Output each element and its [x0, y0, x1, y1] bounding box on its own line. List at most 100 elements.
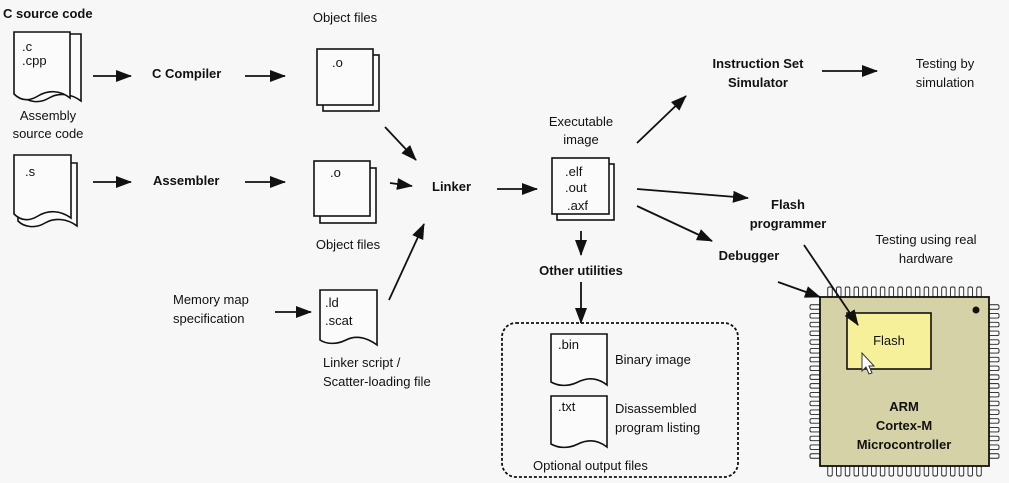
testing-hw-label-1: Testing using real [875, 232, 976, 247]
c-source-document-icon [13, 31, 82, 103]
chip-pin-top [914, 286, 921, 298]
object-files-bottom-label: Object files [316, 237, 381, 252]
chip-pins [809, 286, 1000, 477]
script-ext-1: .ld [325, 295, 339, 310]
chip-pin-right [988, 321, 1000, 328]
arrow-exe-to-iss [636, 95, 687, 144]
arrow-programmer-to-flash [803, 244, 859, 326]
exe-ext-out: .out [565, 180, 587, 195]
chip-pin-right [988, 356, 1000, 363]
chip-pin-bottom [923, 465, 930, 477]
linker-script-document-icon [319, 289, 378, 347]
executable-stacked-document-icon [551, 157, 615, 221]
chip-pin-top [879, 286, 886, 298]
testing-sim-label-1: Testing by [916, 56, 975, 71]
chip-pin-right [988, 313, 1000, 319]
chip-pin-right [988, 427, 1000, 433]
txt-ext: .txt [558, 399, 576, 414]
chip-pin-right [988, 330, 1000, 336]
chip-pin-top [871, 286, 877, 298]
c-compiler-label: C Compiler [152, 66, 221, 81]
chip-pin-right [988, 400, 1000, 407]
chip-pin-bottom [862, 465, 868, 477]
chip-pin-left [809, 356, 821, 363]
asm-source-label-1: Assembly [20, 108, 77, 123]
optional-outputs-label: Optional output files [533, 458, 648, 473]
bin-ext: .bin [558, 337, 579, 352]
testing-sim-label-2: simulation [916, 75, 975, 90]
chip-pin-left [809, 330, 821, 336]
executable-label-1: Executable [549, 114, 613, 129]
chip-pin-top [862, 286, 868, 298]
chip-pin-top [958, 286, 965, 298]
arrow-objects-top-to-linker [384, 126, 417, 161]
mouse-cursor-icon [861, 351, 876, 375]
chip-pin-top [844, 286, 851, 298]
chip-pin-bottom [950, 465, 956, 477]
chip-pin-top [923, 286, 930, 298]
linker-script-label-2: Scatter-loading file [323, 374, 431, 389]
chip-pin-left [809, 427, 821, 433]
arrow-exe-to-flash-programmer [636, 188, 749, 203]
chip-label-1: ARM [889, 399, 919, 414]
arrow-debugger-to-chip [777, 281, 821, 298]
txt-document-icon [550, 395, 608, 449]
chip-pin-bottom [844, 465, 851, 477]
chip-pin-right [988, 391, 1000, 398]
chip-pin-top [976, 286, 982, 298]
asm-ext: .s [25, 164, 36, 179]
listing-label-2: program listing [615, 420, 700, 435]
chip-pin-bottom [853, 465, 859, 477]
chip-pin-left [809, 348, 821, 354]
binary-image-label: Binary image [615, 352, 691, 367]
chip-pin-right [988, 453, 1000, 459]
c-ext-2: .cpp [22, 53, 47, 68]
chip-pin-right [988, 365, 1000, 372]
object-files-bottom-icon [313, 160, 377, 224]
chip-pin-top [888, 286, 895, 298]
chip-pin-left [809, 418, 821, 424]
chip-pin-left [809, 321, 821, 328]
chip-pin-left [809, 400, 821, 407]
debugger-label: Debugger [719, 248, 780, 263]
chip-pin-top [853, 286, 859, 298]
chip-pin-left [809, 304, 821, 310]
chip-pin-right [988, 435, 1000, 442]
arrow-objects-bottom-to-linker [389, 178, 413, 190]
arrow-exe-to-debugger [636, 205, 713, 242]
chip-pin-left [809, 409, 821, 415]
chip-pin-top [941, 286, 947, 298]
microcontroller-chip-icon: Flash ARM Cortex-M Microcontroller [809, 286, 1000, 477]
chip-pin-left [809, 313, 821, 319]
chip-pin-right [988, 383, 1000, 389]
chip-pin-right [988, 374, 1000, 380]
asm-source-document-icon [13, 154, 78, 228]
chip-pin-right [988, 348, 1000, 354]
object-ext-bottom: .o [330, 165, 341, 180]
assembler-label: Assembler [153, 173, 219, 188]
optional-outputs-group [501, 322, 739, 478]
chip-pin-top [827, 286, 833, 298]
bin-document-icon [550, 333, 608, 387]
asm-source-label-2: source code [13, 126, 84, 141]
chip-pin-left [809, 453, 821, 459]
chip-label-3: Microcontroller [857, 437, 952, 452]
chip-pin-bottom [879, 465, 886, 477]
executable-label-2: image [563, 132, 598, 147]
chip-pin-top [967, 286, 973, 298]
chip-pin-bottom [932, 465, 938, 477]
chip-pin-bottom [897, 465, 903, 477]
chip-pin-bottom [958, 465, 965, 477]
exe-ext-axf: .axf [567, 198, 588, 213]
chip-pin-left [809, 444, 821, 450]
chip-pin-bottom [871, 465, 877, 477]
object-files-top-icon [316, 48, 380, 112]
chip-pin-left [809, 339, 821, 345]
chip-pin-top [897, 286, 903, 298]
chip-pin-bottom [827, 465, 833, 477]
object-files-top-label: Object files [313, 10, 378, 25]
iss-label-1: Instruction Set [712, 56, 804, 71]
chip-pin-right [988, 304, 1000, 310]
memory-map-label-2: specification [173, 311, 245, 326]
linker-script-label-1: Linker script / [323, 355, 401, 370]
